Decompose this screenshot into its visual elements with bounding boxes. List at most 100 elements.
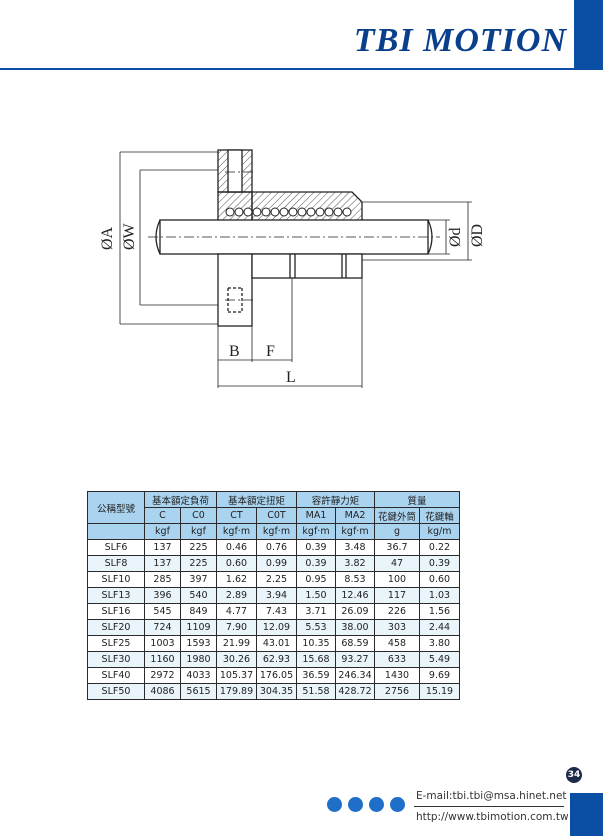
- unit-cell: kgf·m: [296, 523, 336, 540]
- table-header-row-1: 公稱型號 基本額定負荷 基本額定扭矩 容許靜力矩 質量: [87, 491, 460, 524]
- model-cell: SLF20: [87, 619, 145, 636]
- dim-phi-d-large: ØD: [469, 224, 486, 247]
- value-cell: 105.37: [216, 667, 257, 684]
- value-cell: 0.39: [419, 555, 460, 572]
- flange-spline-drawing: ØA ØW Ød ØD B F L: [99, 149, 486, 388]
- value-cell: 0.39: [296, 555, 336, 572]
- value-cell: 226: [374, 603, 420, 620]
- header-c0: C0: [180, 507, 217, 524]
- footer-dot-icon: [348, 797, 363, 812]
- footer-dot-icon: [327, 797, 342, 812]
- footer-rule: [414, 806, 564, 807]
- value-cell: 2.44: [419, 619, 460, 636]
- value-cell: 303: [374, 619, 420, 636]
- value-cell: 47: [374, 555, 420, 572]
- header-ct: CT: [216, 507, 257, 524]
- value-cell: 0.22: [419, 539, 460, 556]
- value-cell: 849: [180, 603, 217, 620]
- value-cell: 1980: [180, 651, 217, 668]
- value-cell: 545: [144, 603, 181, 620]
- value-cell: 176.05: [256, 667, 297, 684]
- value-cell: 36.59: [296, 667, 336, 684]
- value-cell: 4.77: [216, 603, 257, 620]
- model-cell: SLF6: [87, 539, 145, 556]
- value-cell: 396: [144, 587, 181, 604]
- value-cell: 0.60: [216, 555, 257, 572]
- value-cell: 428.72: [335, 683, 375, 700]
- value-cell: 36.7: [374, 539, 420, 556]
- unit-cell: kgf·m: [256, 523, 297, 540]
- value-cell: 2.25: [256, 571, 297, 588]
- value-cell: 15.68: [296, 651, 336, 668]
- model-cell: SLF30: [87, 651, 145, 668]
- value-cell: 117: [374, 587, 420, 604]
- model-cell: SLF13: [87, 587, 145, 604]
- unit-cell: kgf: [144, 523, 181, 540]
- value-cell: 2972: [144, 667, 181, 684]
- value-cell: 3.82: [335, 555, 375, 572]
- value-cell: 5615: [180, 683, 217, 700]
- value-cell: 21.99: [216, 635, 257, 652]
- value-cell: 397: [180, 571, 217, 588]
- value-cell: 137: [144, 539, 181, 556]
- value-cell: 1.62: [216, 571, 257, 588]
- unit-cell: kgf·m: [335, 523, 375, 540]
- unit-cell: kgf·m: [216, 523, 257, 540]
- value-cell: 3.80: [419, 635, 460, 652]
- value-cell: 2.89: [216, 587, 257, 604]
- table-header-row-2: C C0 CT C0T MA1 MA2 花鍵外筒 花鍵軸: [88, 507, 460, 524]
- value-cell: 100: [374, 571, 420, 588]
- value-cell: 1430: [374, 667, 420, 684]
- value-cell: 62.93: [256, 651, 297, 668]
- header-c0t: C0T: [256, 507, 297, 524]
- dim-b: B: [229, 343, 240, 360]
- value-cell: 8.53: [335, 571, 375, 588]
- header-rule: [0, 68, 603, 70]
- value-cell: 93.27: [335, 651, 375, 668]
- table-units-row: kgf kgf kgf·m kgf·m kgf·m kgf·m g kg/m: [87, 523, 460, 540]
- model-cell: SLF8: [87, 555, 145, 572]
- header-basic-torque: 基本額定扭矩: [216, 491, 297, 508]
- value-cell: 1160: [144, 651, 181, 668]
- value-cell: 43.01: [256, 635, 297, 652]
- value-cell: 10.35: [296, 635, 336, 652]
- header-outer-sleeve: 花鍵外筒: [374, 507, 420, 524]
- value-cell: 5.49: [419, 651, 460, 668]
- value-cell: 0.99: [256, 555, 297, 572]
- dim-phi-d-small: Ød: [447, 227, 464, 247]
- value-cell: 26.09: [335, 603, 375, 620]
- value-cell: 285: [144, 571, 181, 588]
- value-cell: 458: [374, 635, 420, 652]
- value-cell: 540: [180, 587, 217, 604]
- unit-cell: g: [374, 523, 420, 540]
- model-cell: SLF50: [87, 683, 145, 700]
- value-cell: 1003: [144, 635, 181, 652]
- dim-phi-a: ØA: [99, 226, 116, 250]
- model-cell: SLF25: [87, 635, 145, 652]
- value-cell: 246.34: [335, 667, 375, 684]
- value-cell: 1109: [180, 619, 217, 636]
- value-cell: 137: [144, 555, 181, 572]
- footer-corner-block: [570, 793, 603, 836]
- value-cell: 1.03: [419, 587, 460, 604]
- value-cell: 68.59: [335, 635, 375, 652]
- value-cell: 1.56: [419, 603, 460, 620]
- value-cell: 9.69: [419, 667, 460, 684]
- header-basic-load: 基本額定負荷: [144, 491, 217, 508]
- model-cell: SLF10: [87, 571, 145, 588]
- footer-url: http://www.tbimotion.com.tw: [416, 811, 569, 823]
- value-cell: 0.46: [216, 539, 257, 556]
- value-cell: 30.26: [216, 651, 257, 668]
- dim-f: F: [266, 343, 275, 360]
- value-cell: 7.90: [216, 619, 257, 636]
- header-ma1: MA1: [296, 507, 336, 524]
- value-cell: 38.00: [335, 619, 375, 636]
- model-cell: SLF40: [87, 667, 145, 684]
